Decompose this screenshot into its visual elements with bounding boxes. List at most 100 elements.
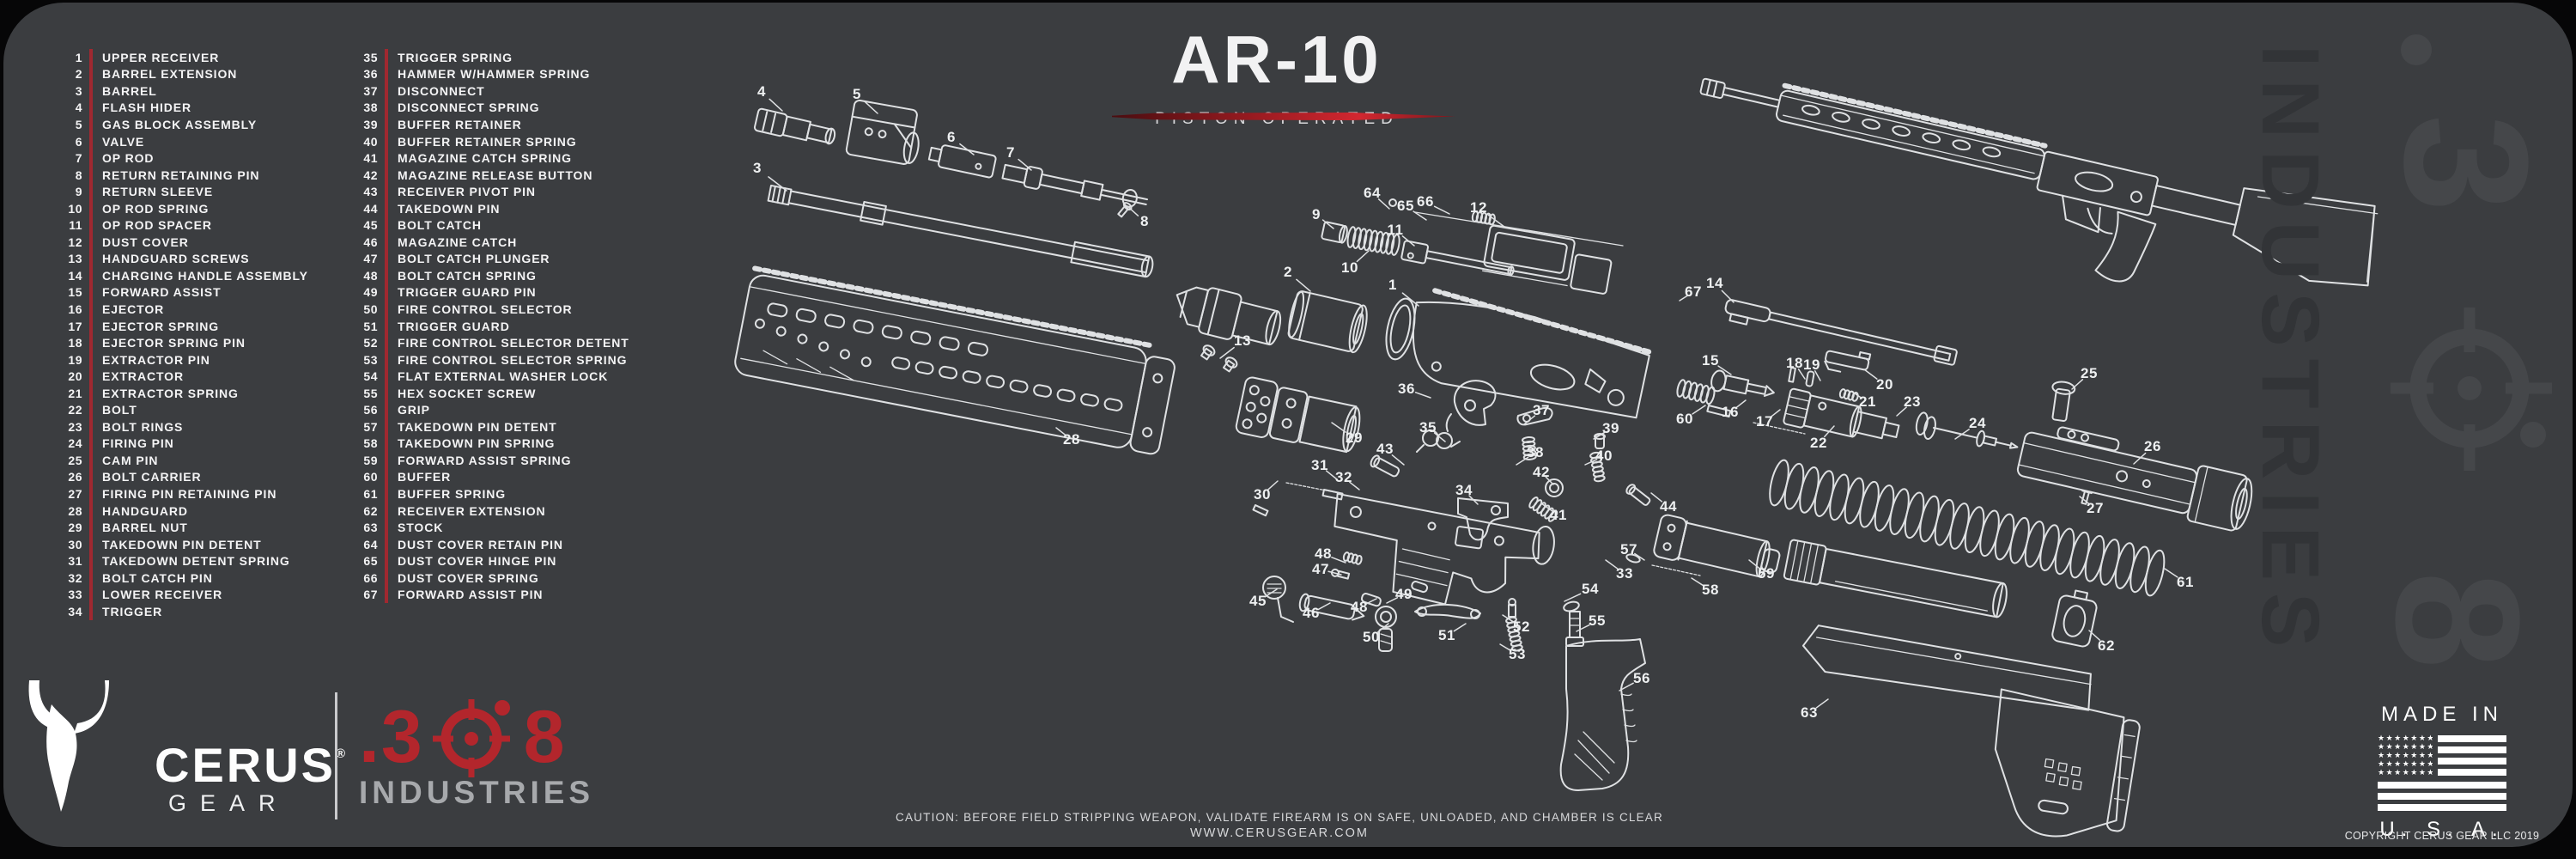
308-prefix-text: .3: [359, 696, 424, 778]
trigger-part: [1457, 497, 1509, 541]
part-callout: 50: [1363, 629, 1380, 645]
part-callout: 38: [1527, 444, 1544, 460]
gun-cleaning-mat-background: [3, 3, 2573, 847]
part-callout: 26: [2144, 438, 2161, 454]
dust-cover-retain-pin-part: [1388, 198, 1397, 207]
watermark-digit-3: 3: [2367, 113, 2565, 213]
part-callout: 54: [1582, 581, 1599, 597]
return-retaining-pin-part: [1117, 202, 1133, 218]
dust-cover-part: [1481, 224, 1613, 295]
selector-detent-part: [1508, 598, 1516, 618]
title-underline-swoosh: [1112, 113, 1455, 120]
part-callout: 41: [1550, 507, 1567, 523]
receiver-pivot-pin-part: [1370, 454, 1400, 478]
part-callout: 1: [1388, 277, 1397, 293]
gas-block-part: [845, 99, 920, 165]
crosshair-watermark-icon: [2391, 308, 2552, 471]
assembled-rifle: [1699, 77, 2379, 287]
registered-mark: ®: [336, 746, 346, 761]
part-callout: 48: [1351, 599, 1368, 615]
callout-leader-lines: [768, 98, 2178, 709]
valve-part: [927, 144, 997, 179]
part-callout: 7: [1006, 144, 1015, 161]
part-callout: 32: [1335, 469, 1352, 485]
cam-pin-part: [2051, 381, 2076, 422]
part-callout: 12: [1470, 199, 1487, 216]
washer-lock-part: [1563, 600, 1580, 612]
part-callout: 6: [947, 129, 956, 145]
part-callout: 58: [1702, 582, 1719, 598]
part-callout: 4: [757, 83, 766, 100]
stock-part: [1801, 624, 2141, 838]
buffer-part: [1653, 514, 1781, 578]
ejector-part: [1706, 405, 1732, 418]
us-flag-icon: ★★★★★★★★★★★★★★★★ ★★★★★★★★★★★★★★★★ ★★★★★★…: [2378, 734, 2506, 813]
part-callout: 13: [1234, 332, 1251, 349]
title-block: AR-10 PISTON OPERATED: [1019, 26, 1534, 129]
part-callout: 55: [1589, 612, 1606, 629]
part-callout: 30: [1254, 486, 1271, 503]
trigger-guard-pin-part: [1411, 581, 1429, 594]
dot-watermark-icon: [2401, 34, 2432, 65]
part-callout: 37: [1533, 402, 1550, 418]
barrel-nut-cylinder: [1287, 290, 1368, 354]
part-callout: 2: [1284, 264, 1292, 280]
op-rod-spacer-part: [1400, 240, 1515, 277]
part-callout: 42: [1533, 464, 1550, 480]
barrel-extension-assembly: [1176, 286, 1282, 346]
disconnect-spring-part: [1522, 436, 1537, 460]
part-callout: 29: [1346, 430, 1363, 446]
op-rod-spring-part: [1346, 226, 1400, 256]
part-callout: 3: [753, 160, 762, 176]
part-callout: 67: [1685, 283, 1702, 300]
magazine-catch-part: [1298, 593, 1365, 621]
flag-canton: ★★★★★★★★★★★★★★★★ ★★★★★★★★★★★★★★★★ ★★★★★★…: [2378, 734, 2433, 777]
part-callout: 35: [1419, 419, 1437, 436]
part-callout: 43: [1376, 441, 1394, 457]
handguard-screws-part: [1200, 344, 1216, 361]
takedown-pin-detent-part: [1252, 504, 1269, 517]
part-callout: 14: [1706, 275, 1723, 291]
takedown-pin-part: [1625, 484, 1651, 506]
trigger-guard-part: [1414, 604, 1481, 619]
dust-cover-hinge-pin-part: [1414, 211, 1624, 247]
308-logo: .3 8: [359, 696, 567, 778]
part-callout: 62: [2098, 637, 2115, 654]
